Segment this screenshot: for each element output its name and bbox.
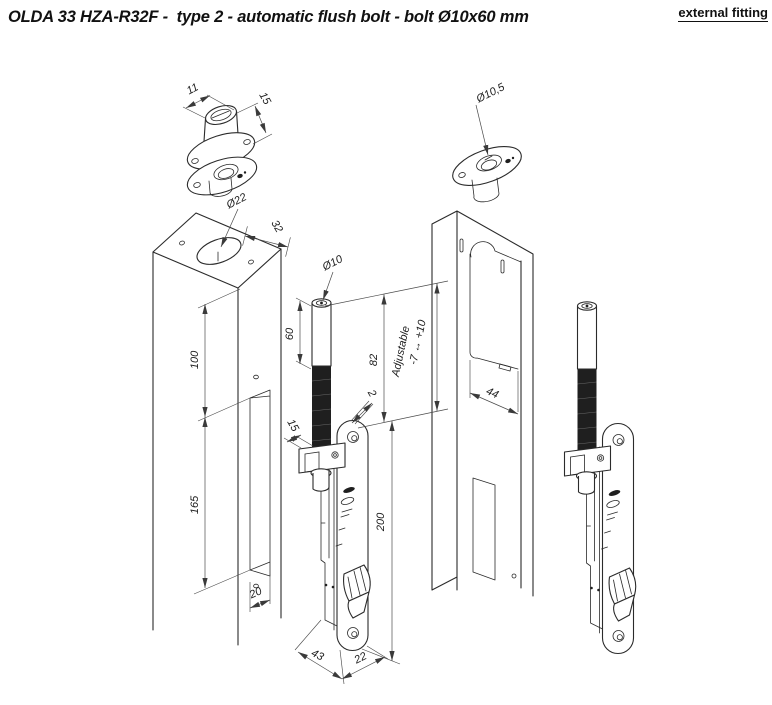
page-title: OLDA 33 HZA-R32F - type 2 - automatic fl… [8,8,529,26]
dim-label-bush-height: 15 [256,90,273,107]
socket-side-hole [458,172,466,178]
dim-label-socket-hole: Ø10,5 [474,81,508,106]
dim-faceplate-width: 22 [341,645,389,680]
dim-label-bolt-length: 60 [284,327,296,340]
frame-lower-slot [498,363,512,372]
upper-flange-hole [191,158,199,164]
dim-label-face-width: 32 [268,218,285,235]
dim-bolt-extension: 82 [368,294,387,422]
dim-cutout-height: 165 [189,417,251,595]
socket-latch-mark [505,158,511,164]
frame-screw-slot [459,238,464,253]
frame-outline [431,210,534,597]
dim-label-plate-thickness: 2 [364,387,378,399]
stile-screw-hole [179,240,185,246]
frame-recess [469,241,522,370]
dim-top-distance: 100 [189,288,251,422]
extension-lines-right [324,280,449,429]
frame-pocket-hole [511,573,517,579]
socket-latch-dot [243,171,247,174]
socket-center-hole-countersink [480,159,498,171]
bush-bore-hole [196,237,242,265]
guide-bush-exploded-view [186,104,258,197]
dim-socket-hole-diameter: Ø10,5 [474,81,508,156]
socket-center-tick [484,155,493,161]
bush-inner-flat [211,110,230,119]
dim-bolt-diameter: Ø10 [320,253,346,301]
dim-label-top-distance: 100 [189,350,201,369]
dim-frame-recess-width: 44 [469,360,519,415]
stile-screw-hole [248,259,254,265]
dim-label-faceplate-width: 22 [352,650,369,667]
dim-label-cutout-height: 165 [189,495,201,514]
dim-label-adjustable: Adjustable [390,325,413,379]
stile-cutout [249,389,271,577]
dim-bolt-length: 60 [284,297,312,370]
dim-plate-thickness: 2 [350,387,378,425]
socket-plate [186,156,258,196]
dim-label-case-depth: 43 [309,647,326,664]
stile-edges [152,248,282,646]
dim-label-adjust-range: -7 ↔ +10 [407,318,428,366]
bush-top-inner [210,108,232,122]
socket-center-hole [476,154,502,172]
dim-label-cutout-width: 20 [247,585,265,602]
frame-screw-slot [500,259,505,274]
flush-bolt-unit-front [298,298,371,652]
dim-cutout-width: 20 [247,574,271,612]
frame-lower-pocket [472,477,496,581]
flush-bolt-unit-rear [563,301,637,655]
socket-plate-hole [193,182,201,188]
socket-latch-dot [511,156,515,160]
socket-cylinder [208,177,233,197]
bush-top [205,104,237,126]
dim-bush-flange-width: 11 [182,81,235,119]
dim-label-faceplate-length: 200 [375,512,387,532]
cutout-screw-hole [253,583,259,589]
socket-flange [452,146,522,186]
left-stile-drawing [152,212,282,646]
dim-label-bush-width: 11 [185,81,201,97]
cutout-screw-hole [253,374,259,380]
socket-hole-outer [213,163,239,181]
dim-stile-face-width: 32 [242,218,291,257]
right-frame-drawing [431,210,534,597]
socket-latch-mark [237,173,243,179]
dim-label-bracket-depth: 15 [284,417,301,434]
dim-adjustable-range: Adjustable -7 ↔ +10 [390,283,440,411]
fitting-type-note: external fitting [678,5,768,22]
upper-flange-hole [243,139,251,145]
socket-cylinder [471,177,500,203]
dim-bracket-depth: 15 [283,417,314,449]
dim-label-extension: 82 [368,354,380,366]
dim-faceplate-length: 200 [361,421,401,665]
dim-label-bolt-diameter: Ø10 [320,253,346,274]
socket-hole-inner [217,168,235,179]
dim-label-recess-width: 44 [484,385,500,401]
socket-plate-fitting-view [452,146,522,203]
